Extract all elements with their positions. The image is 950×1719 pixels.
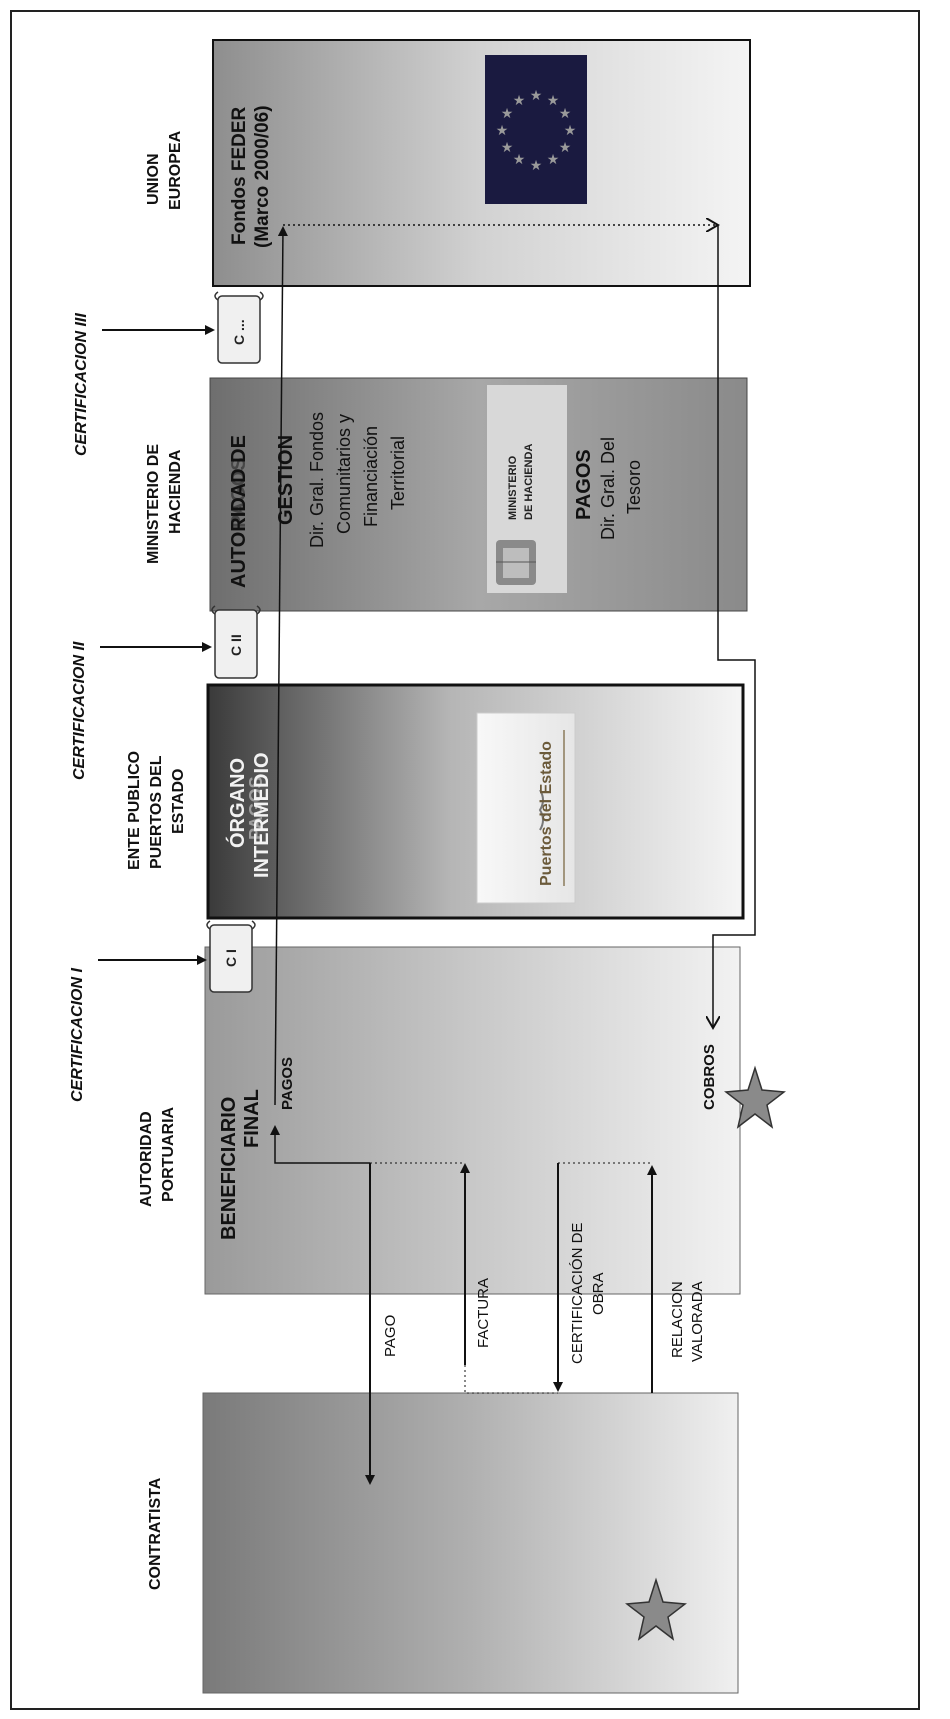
pagos-start-line <box>270 1125 370 1164</box>
beneficiario-pagos-label: PAGOS <box>279 1057 296 1110</box>
svg-text:★: ★ <box>564 122 577 138</box>
header-ministerio-2: HACIENDA <box>167 449 184 534</box>
svg-text:★: ★ <box>559 105 572 121</box>
organo-title-2: INTERMEDIO <box>251 752 273 878</box>
eu-flag-icon: ★ ★ ★ ★ ★ ★ ★ ★ ★ ★ ★ ★ <box>485 55 587 204</box>
ministerio-pagos-title: PAGOS <box>573 449 595 520</box>
svg-text:★: ★ <box>513 151 526 167</box>
svg-text:★: ★ <box>501 139 514 155</box>
feder-to-cobros-line <box>713 225 756 1028</box>
feder-title-1: Fondos FEDER <box>229 106 250 245</box>
header-ente-publico-3: ESTADO <box>170 769 187 834</box>
flow-factura-label: FACTURA <box>475 1278 492 1348</box>
star-icon <box>625 1577 687 1641</box>
organo-title-1: ÓRGANO <box>225 758 249 848</box>
factura-dotted <box>464 1365 558 1394</box>
header-ente-publico-1: ENTE PUBLICO <box>126 751 143 870</box>
feder-title-2: (Marco 2000/06) <box>252 105 273 248</box>
header-contratista: CONTRATISTA <box>147 1477 164 1590</box>
gestion-detail-4: Territorial <box>388 436 408 510</box>
header-autoridad-portuaria-1: AUTORIDAD <box>138 1111 155 1207</box>
flow-relacion-valorada-2: VALORADA <box>689 1281 706 1362</box>
flow-pago-label: PAGO <box>382 1315 399 1357</box>
ministerio-title-2: GESTION <box>275 435 297 525</box>
puertos-logo-text: Puertos del Estado <box>538 741 555 886</box>
certificacion-scroll-icon: C II <box>211 605 261 679</box>
header-ministerio-1: MINISTERIO DE <box>145 444 162 564</box>
beneficiario-cobros-label: COBROS <box>701 1044 718 1110</box>
ministerio-title-over: PAGOS <box>228 457 250 528</box>
pagos-detail-1: Dir. Gral. Del <box>598 437 618 540</box>
pagos-detail-2: Tesoro <box>624 460 644 514</box>
organo-box <box>206 683 745 920</box>
header-union-europea-2: EUROPEA <box>167 130 184 210</box>
flow-certificacion-obra-2: OBRA <box>590 1272 607 1315</box>
star-icon <box>724 1065 786 1129</box>
header-union-europea-1: UNION <box>145 153 162 205</box>
svg-text:★: ★ <box>547 151 560 167</box>
ministerio-logo-line2: DE HACIENDA <box>523 444 535 520</box>
svg-text:★: ★ <box>501 105 514 121</box>
svg-text:★: ★ <box>513 92 526 108</box>
feder-box <box>212 39 751 287</box>
beneficiario-title-1: BENEFICIARIO <box>218 1097 240 1240</box>
coat-of-arms-icon <box>496 540 536 585</box>
puertos-del-estado-logo: Puertos del Estado <box>476 712 576 904</box>
svg-text:★: ★ <box>547 92 560 108</box>
contratista-box <box>202 1392 739 1694</box>
svg-text:★: ★ <box>496 122 509 138</box>
gestion-detail-2: Comunitarios y <box>334 414 354 534</box>
label-certificacion-ii: CERTIFICACION II <box>71 641 88 780</box>
label-certificacion-i: CERTIFICACION I <box>69 968 86 1102</box>
organo-overlap-text: PAGOS <box>246 776 266 840</box>
pagos-to-feder-line <box>274 226 288 1106</box>
header-ente-publico-2: PUERTOS DEL <box>148 755 165 869</box>
flow-certificacion-obra-1: CERTIFICACIÓN DE <box>569 1223 586 1364</box>
certificacion-scroll-icon: C I <box>206 920 256 993</box>
header-autoridad-portuaria-2: PORTUARIA <box>160 1106 177 1202</box>
gestion-detail-3: Financiación <box>361 426 381 527</box>
svg-text:★: ★ <box>530 87 543 103</box>
scroll-c2-text: C II <box>228 634 244 656</box>
ministerio-hacienda-logo: MINISTERIO DE HACIENDA <box>487 385 567 593</box>
scroll-c3-text: C ... <box>231 319 247 345</box>
beneficiario-box <box>204 946 741 1295</box>
ministerio-logo-line1: MINISTERIO <box>507 455 519 520</box>
diagram-frame <box>10 10 920 1710</box>
svg-text:★: ★ <box>530 157 543 173</box>
gestion-detail-1: Dir. Gral. Fondos <box>307 412 327 548</box>
flow-relacion-valorada-1: RELACION <box>669 1281 686 1358</box>
certificacion-scroll-icon: C ... <box>214 291 264 364</box>
label-certificacion-iii: CERTIFICACION III <box>73 313 90 456</box>
scroll-c1-text: C I <box>223 949 239 967</box>
svg-text:★: ★ <box>559 139 572 155</box>
ministerio-box <box>209 377 748 612</box>
beneficiario-title-2: FINAL <box>241 1089 263 1148</box>
ministerio-title-1: AUTORIDAD DE <box>228 435 250 588</box>
